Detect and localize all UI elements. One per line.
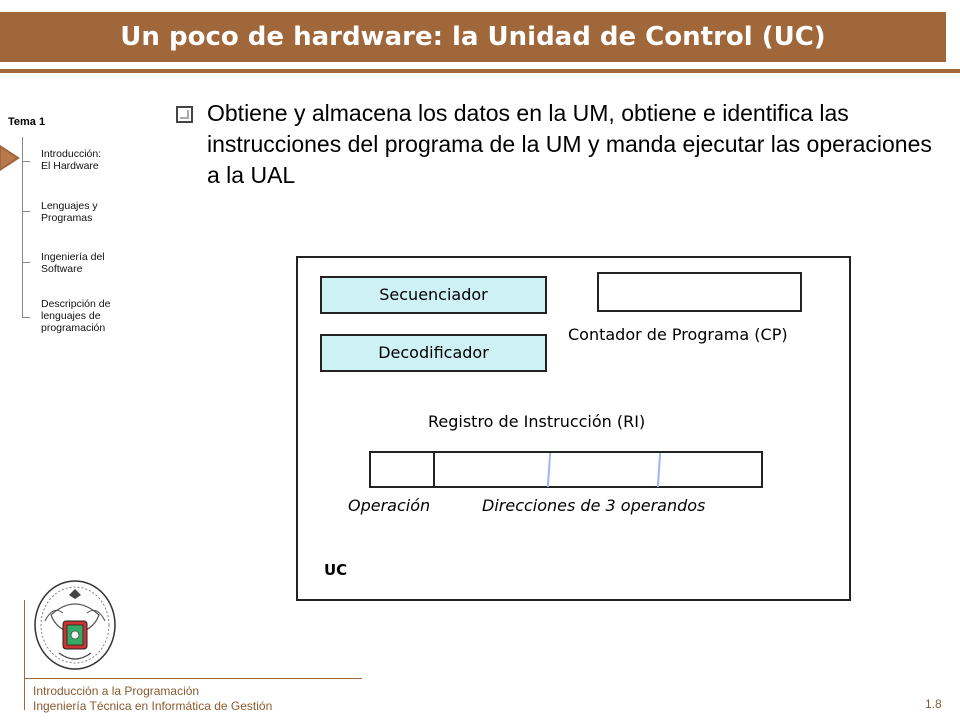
title-underline xyxy=(0,69,960,73)
university-seal-icon xyxy=(34,580,116,670)
nav-tree-line xyxy=(22,137,23,318)
decodificador-box: Decodificador xyxy=(320,334,547,372)
ri-divider xyxy=(433,453,435,487)
nav-tick xyxy=(22,317,30,318)
uc-label: UC xyxy=(324,561,348,579)
ri-divider-soft xyxy=(656,453,662,487)
slide-title: Un poco de hardware: la Unidad de Contro… xyxy=(120,22,826,52)
footer-horizontal-line xyxy=(24,678,362,679)
cp-label: Contador de Programa (CP) xyxy=(568,325,788,344)
uc-container xyxy=(296,256,851,601)
contador-programa-box xyxy=(597,272,802,312)
ri-label: Registro de Instrucción (RI) xyxy=(428,412,646,431)
checkbox-bullet-icon xyxy=(176,106,193,123)
nav-item-introduccion[interactable]: Introducción: El Hardware xyxy=(41,148,102,172)
bullet-text: Obtiene y almacena los datos en la UM, o… xyxy=(207,100,932,188)
nav-tick xyxy=(22,262,30,263)
footer-degree: Ingeniería Técnica en Informática de Ges… xyxy=(33,699,273,713)
direcciones-label: Direcciones de 3 operandos xyxy=(482,496,706,515)
current-section-arrow-fill xyxy=(1,148,16,168)
footer-vertical-line xyxy=(24,600,25,710)
secuenciador-box: Secuenciador xyxy=(320,276,547,314)
nav-item-descripcion[interactable]: Descripción de lenguajes de programación xyxy=(41,298,111,334)
nav-tick xyxy=(22,161,30,162)
nav-tema-label: Tema 1 xyxy=(8,116,46,128)
footer-course: Introducción a la Programación xyxy=(33,684,200,698)
registro-instruccion-box xyxy=(369,451,763,488)
nav-item-ingenieria[interactable]: Ingeniería del Software xyxy=(41,251,105,275)
nav-item-lenguajes[interactable]: Lenguajes y Programas xyxy=(41,200,98,224)
ri-divider-soft xyxy=(546,453,552,487)
page-number: 1.8 xyxy=(925,697,942,711)
nav-tick xyxy=(22,211,30,212)
operacion-label: Operación xyxy=(348,496,431,515)
title-bar xyxy=(0,12,946,62)
